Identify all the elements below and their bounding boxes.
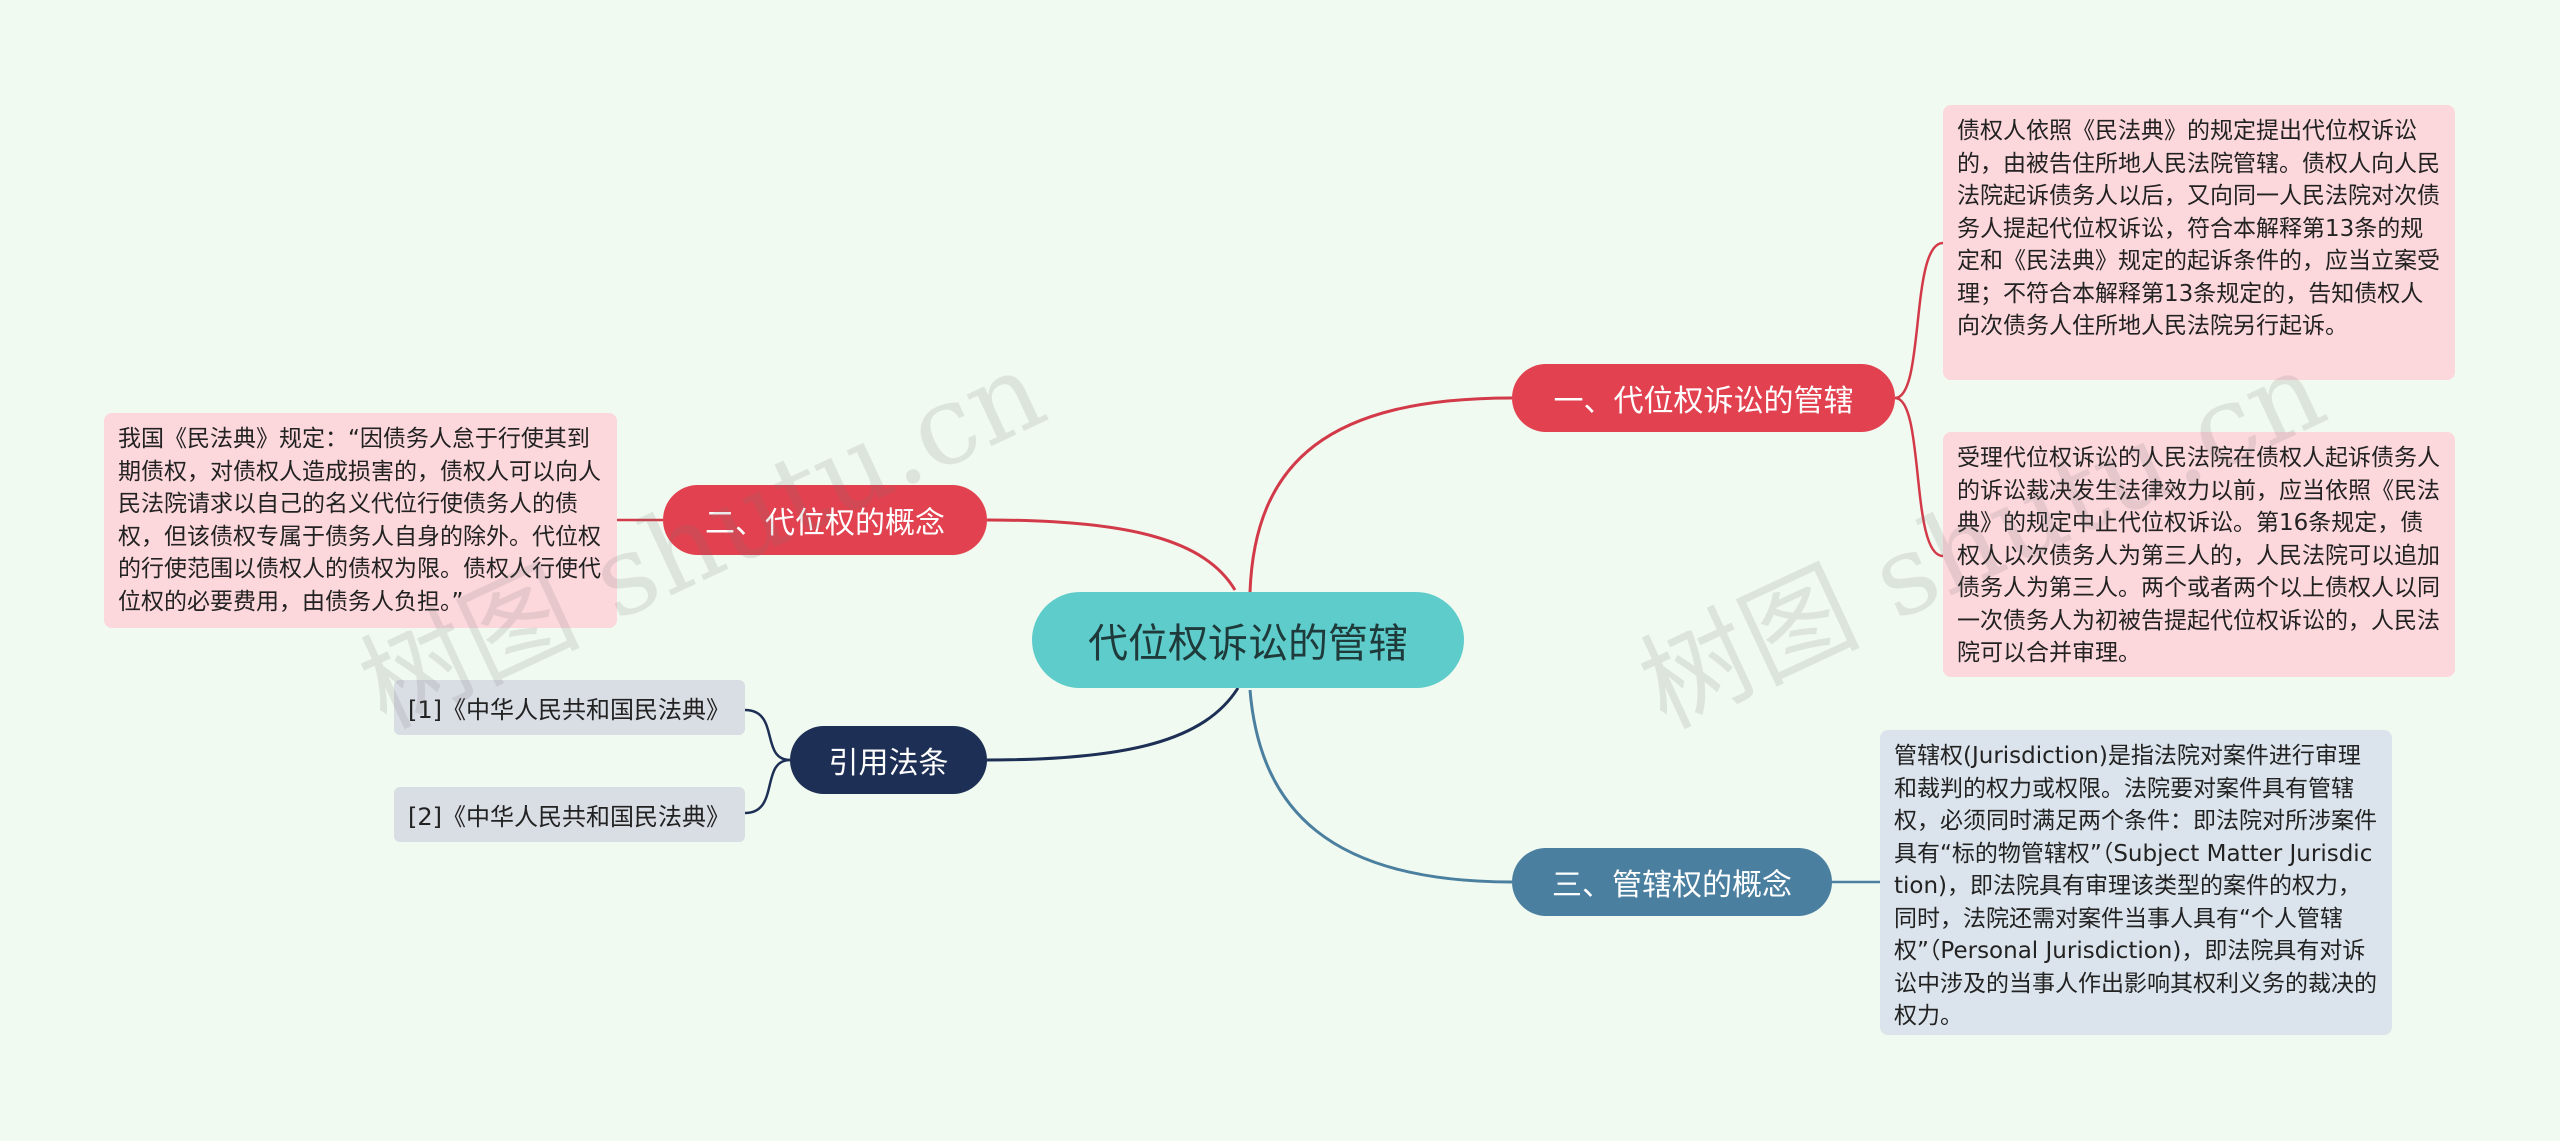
root-node[interactable]: 代位权诉讼的管辖: [1032, 592, 1464, 688]
concept-note-text: 我国《民法典》规定：“因债务人怠于行使其到期债权，对债权人造成损害的，债权人可以…: [118, 426, 601, 615]
jurisdiction-note-2-text: 受理代位权诉讼的人民法院在债权人起诉债务人的诉讼裁决发生法律效力以前，应当依照《…: [1957, 445, 2440, 666]
citation-item-1[interactable]: [1]《中华人民共和国民法典》: [394, 680, 745, 735]
jurisdiction-concept-note-text: 管辖权(Jurisdiction)是指法院对案件进行审理和裁判的权力或权限。法院…: [1894, 743, 2377, 1029]
jurisdiction-note-2: 受理代位权诉讼的人民法院在债权人起诉债务人的诉讼裁决发生法律效力以前，应当依照《…: [1943, 432, 2455, 677]
jurisdiction-note-1-text: 债权人依照《民法典》的规定提出代位权诉讼的，由被告住所地人民法院管辖。债权人向人…: [1957, 118, 2440, 339]
connector-citations-ref-2: [744, 758, 791, 815]
connector-jurisdiction-note-2: [1894, 396, 1944, 558]
citation-item-2[interactable]: [2]《中华人民共和国民法典》: [394, 787, 745, 842]
branch-jurisdiction-concept[interactable]: 三、管辖权的概念: [1512, 848, 1832, 916]
branch-jurisdiction-concept-label: 三、管辖权的概念: [1552, 868, 1792, 903]
connector-root-concept: [986, 518, 1237, 591]
root-label: 代位权诉讼的管辖: [1088, 621, 1408, 667]
citation-item-1-text: [1]《中华人民共和国民法典》: [408, 696, 730, 724]
branch-concept[interactable]: 二、代位权的概念: [663, 485, 987, 555]
jurisdiction-note-1: 债权人依照《民法典》的规定提出代位权诉讼的，由被告住所地人民法院管辖。债权人向人…: [1943, 105, 2455, 380]
connector-citations-ref-1: [744, 708, 791, 762]
connector-root-citations: [986, 687, 1240, 762]
branch-citations[interactable]: 引用法条: [790, 726, 987, 794]
connector-jurisdiction-note-1: [1894, 241, 1944, 400]
connector-root-jurisdiction: [1248, 396, 1513, 593]
branch-citations-label: 引用法条: [828, 746, 949, 781]
branch-concept-label: 二、代位权的概念: [705, 506, 945, 541]
branch-jurisdiction-label: 一、代位权诉讼的管辖: [1553, 384, 1854, 419]
citation-item-2-text: [2]《中华人民共和国民法典》: [408, 803, 730, 831]
connector-root-jurisdiction-concept: [1248, 689, 1513, 884]
jurisdiction-concept-note: 管辖权(Jurisdiction)是指法院对案件进行审理和裁判的权力或权限。法院…: [1880, 730, 2392, 1035]
branch-jurisdiction[interactable]: 一、代位权诉讼的管辖: [1512, 364, 1895, 432]
concept-note: 我国《民法典》规定：“因债务人怠于行使其到期债权，对债权人造成损害的，债权人可以…: [104, 413, 617, 628]
